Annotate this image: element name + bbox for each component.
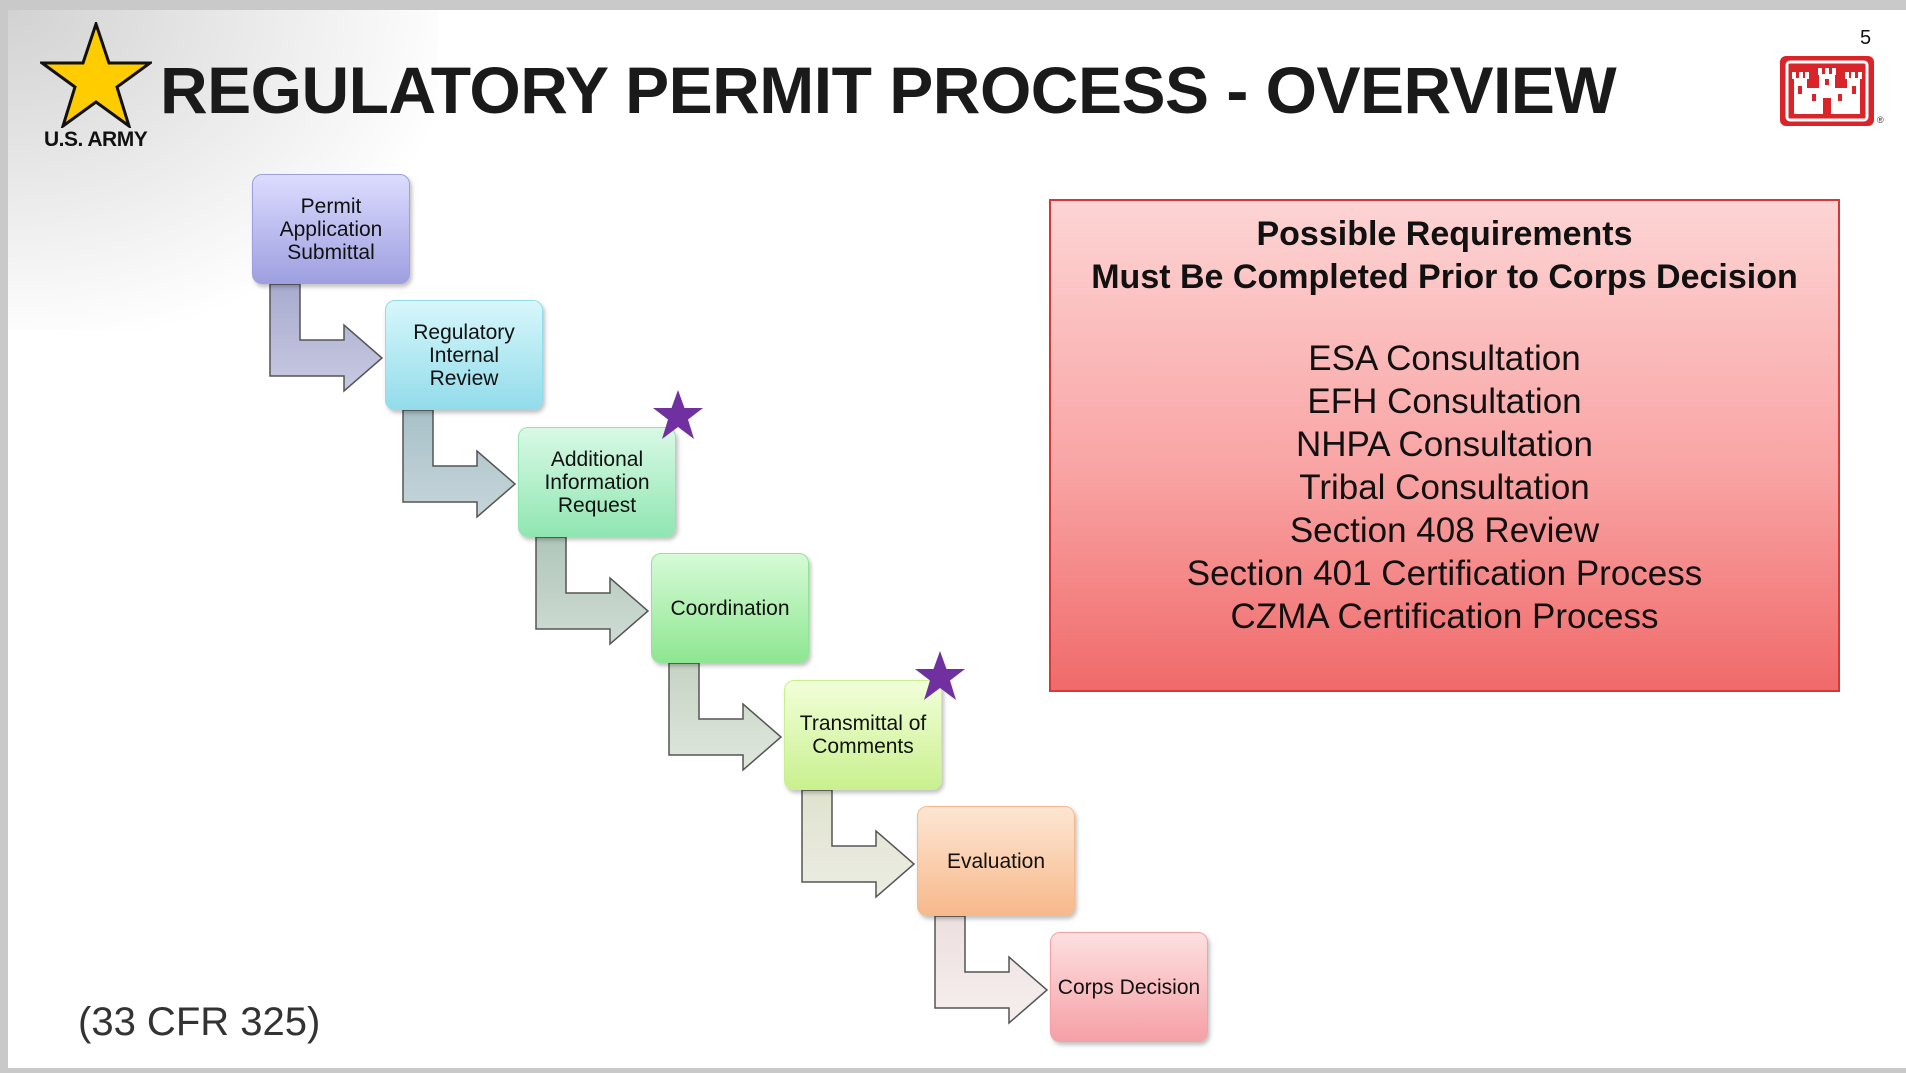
step-corps-decision: Corps Decision: [1050, 932, 1208, 1042]
requirement-item: NHPA Consultation: [1295, 425, 1593, 464]
requirement-item: Section 401 Certification Process: [1186, 554, 1703, 593]
step-regulatory-internal-review: Regulatory Internal Review: [385, 300, 543, 410]
step-permit-application-submittal: Permit Application Submittal: [252, 174, 410, 284]
page-number: 5: [1860, 27, 1872, 49]
army-star-icon: [40, 22, 152, 128]
requirements-heading-line2: Must Be Completed Prior to Corps Decisio…: [1091, 258, 1798, 296]
army-brand-text: U.S. ARMY: [44, 128, 148, 151]
bottom-border: [0, 1068, 1906, 1073]
star-shape: [915, 651, 965, 700]
arrow-connector-3: [535, 536, 650, 646]
arrow-connector-5: [801, 789, 916, 899]
page-title: REGULATORY PERMIT PROCESS - OVERVIEW: [160, 53, 1617, 127]
star-icon: [915, 651, 965, 700]
step-transmittal-of-comments: Transmittal of Comments: [784, 680, 942, 790]
arrow-connector-4: [668, 662, 783, 772]
requirements-heading-line1: Possible Requirements: [1256, 215, 1633, 253]
top-border: [0, 0, 1906, 10]
citation-text: (33 CFR 325): [78, 1000, 321, 1044]
step-coordination: Coordination: [651, 553, 809, 663]
requirement-item: EFH Consultation: [1307, 382, 1582, 421]
star-icon: [653, 390, 703, 439]
left-border: [0, 0, 8, 1073]
arrow-connector-6: [934, 915, 1049, 1025]
castle-icon: [1780, 56, 1874, 126]
step-evaluation: Evaluation: [917, 806, 1075, 916]
requirements-heading: Possible Requirements Must Be Completed …: [1051, 213, 1838, 299]
requirement-item: ESA Consultation: [1308, 339, 1581, 378]
requirements-list: ESA Consultation EFH Consultation NHPA C…: [1051, 337, 1838, 638]
requirement-item: Tribal Consultation: [1299, 468, 1590, 507]
trademark-symbol: ®: [1877, 115, 1884, 125]
step-additional-information-request: Additional Information Request: [518, 427, 676, 537]
arrow-connector-2: [402, 409, 517, 519]
arrow-connector-1: [269, 283, 384, 393]
star-shape: [653, 390, 703, 439]
requirements-box: Possible Requirements Must Be Completed …: [1049, 199, 1840, 692]
requirement-item: Section 408 Review: [1289, 511, 1600, 550]
requirement-item: CZMA Certification Process: [1230, 597, 1659, 636]
